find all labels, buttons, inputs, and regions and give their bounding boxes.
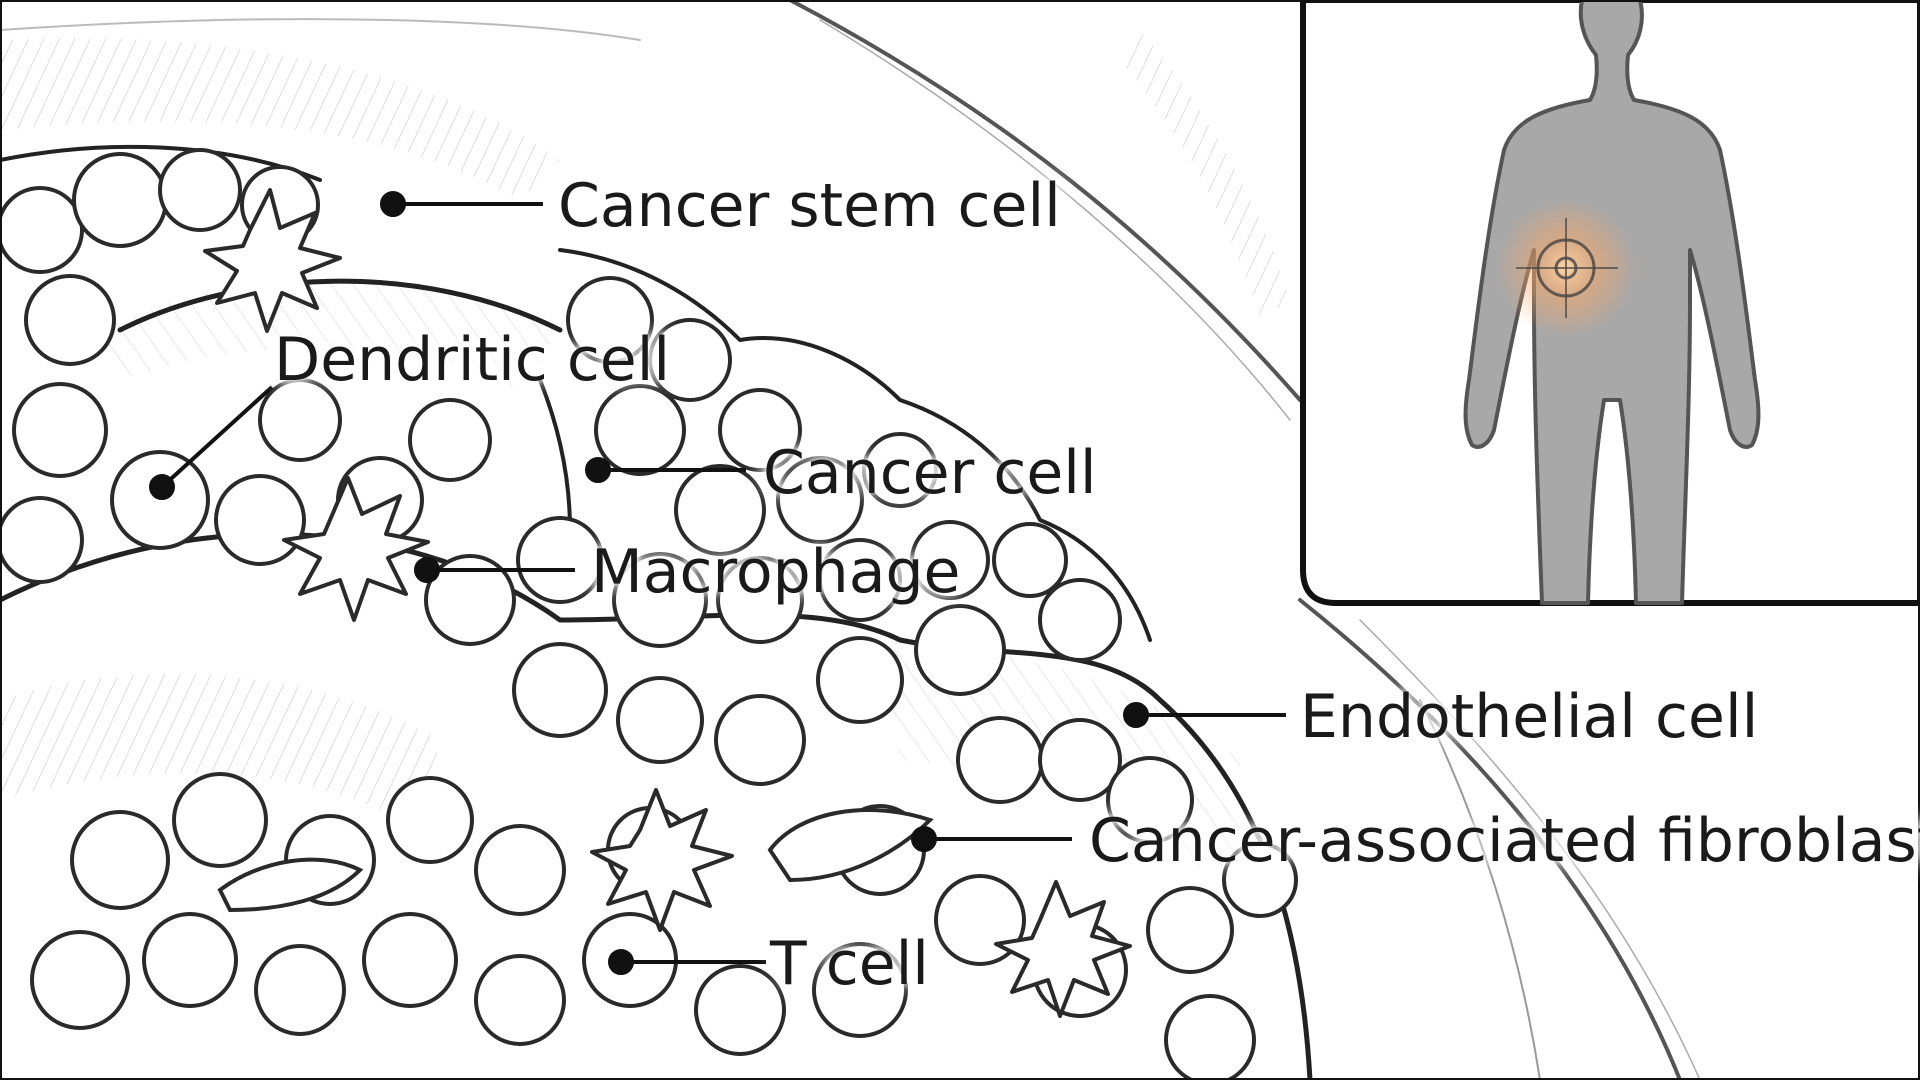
label-macrophage: Macrophage (591, 537, 961, 607)
tissue-strands (0, 0, 1701, 1080)
label-cancer-cell: Cancer cell (763, 438, 1097, 508)
inset-panel (1300, 0, 1920, 606)
tumor-target-marker (1496, 198, 1636, 338)
spiky-cells (203, 188, 1132, 1018)
label-cancer-stem-cell: Cancer stem cell (558, 171, 1061, 241)
label-t-cell: T cell (770, 929, 929, 999)
fibroblast-shape (217, 808, 934, 913)
label-pointers (149, 191, 1286, 975)
label-cancer-associated-fibroblast: Cancer-associated fibroblast (1089, 806, 1920, 876)
label-dendritic-cell: Dendritic cell (274, 325, 671, 395)
cell-cluster (0, 148, 1298, 1080)
label-endothelial-cell: Endothelial cell (1300, 682, 1759, 752)
